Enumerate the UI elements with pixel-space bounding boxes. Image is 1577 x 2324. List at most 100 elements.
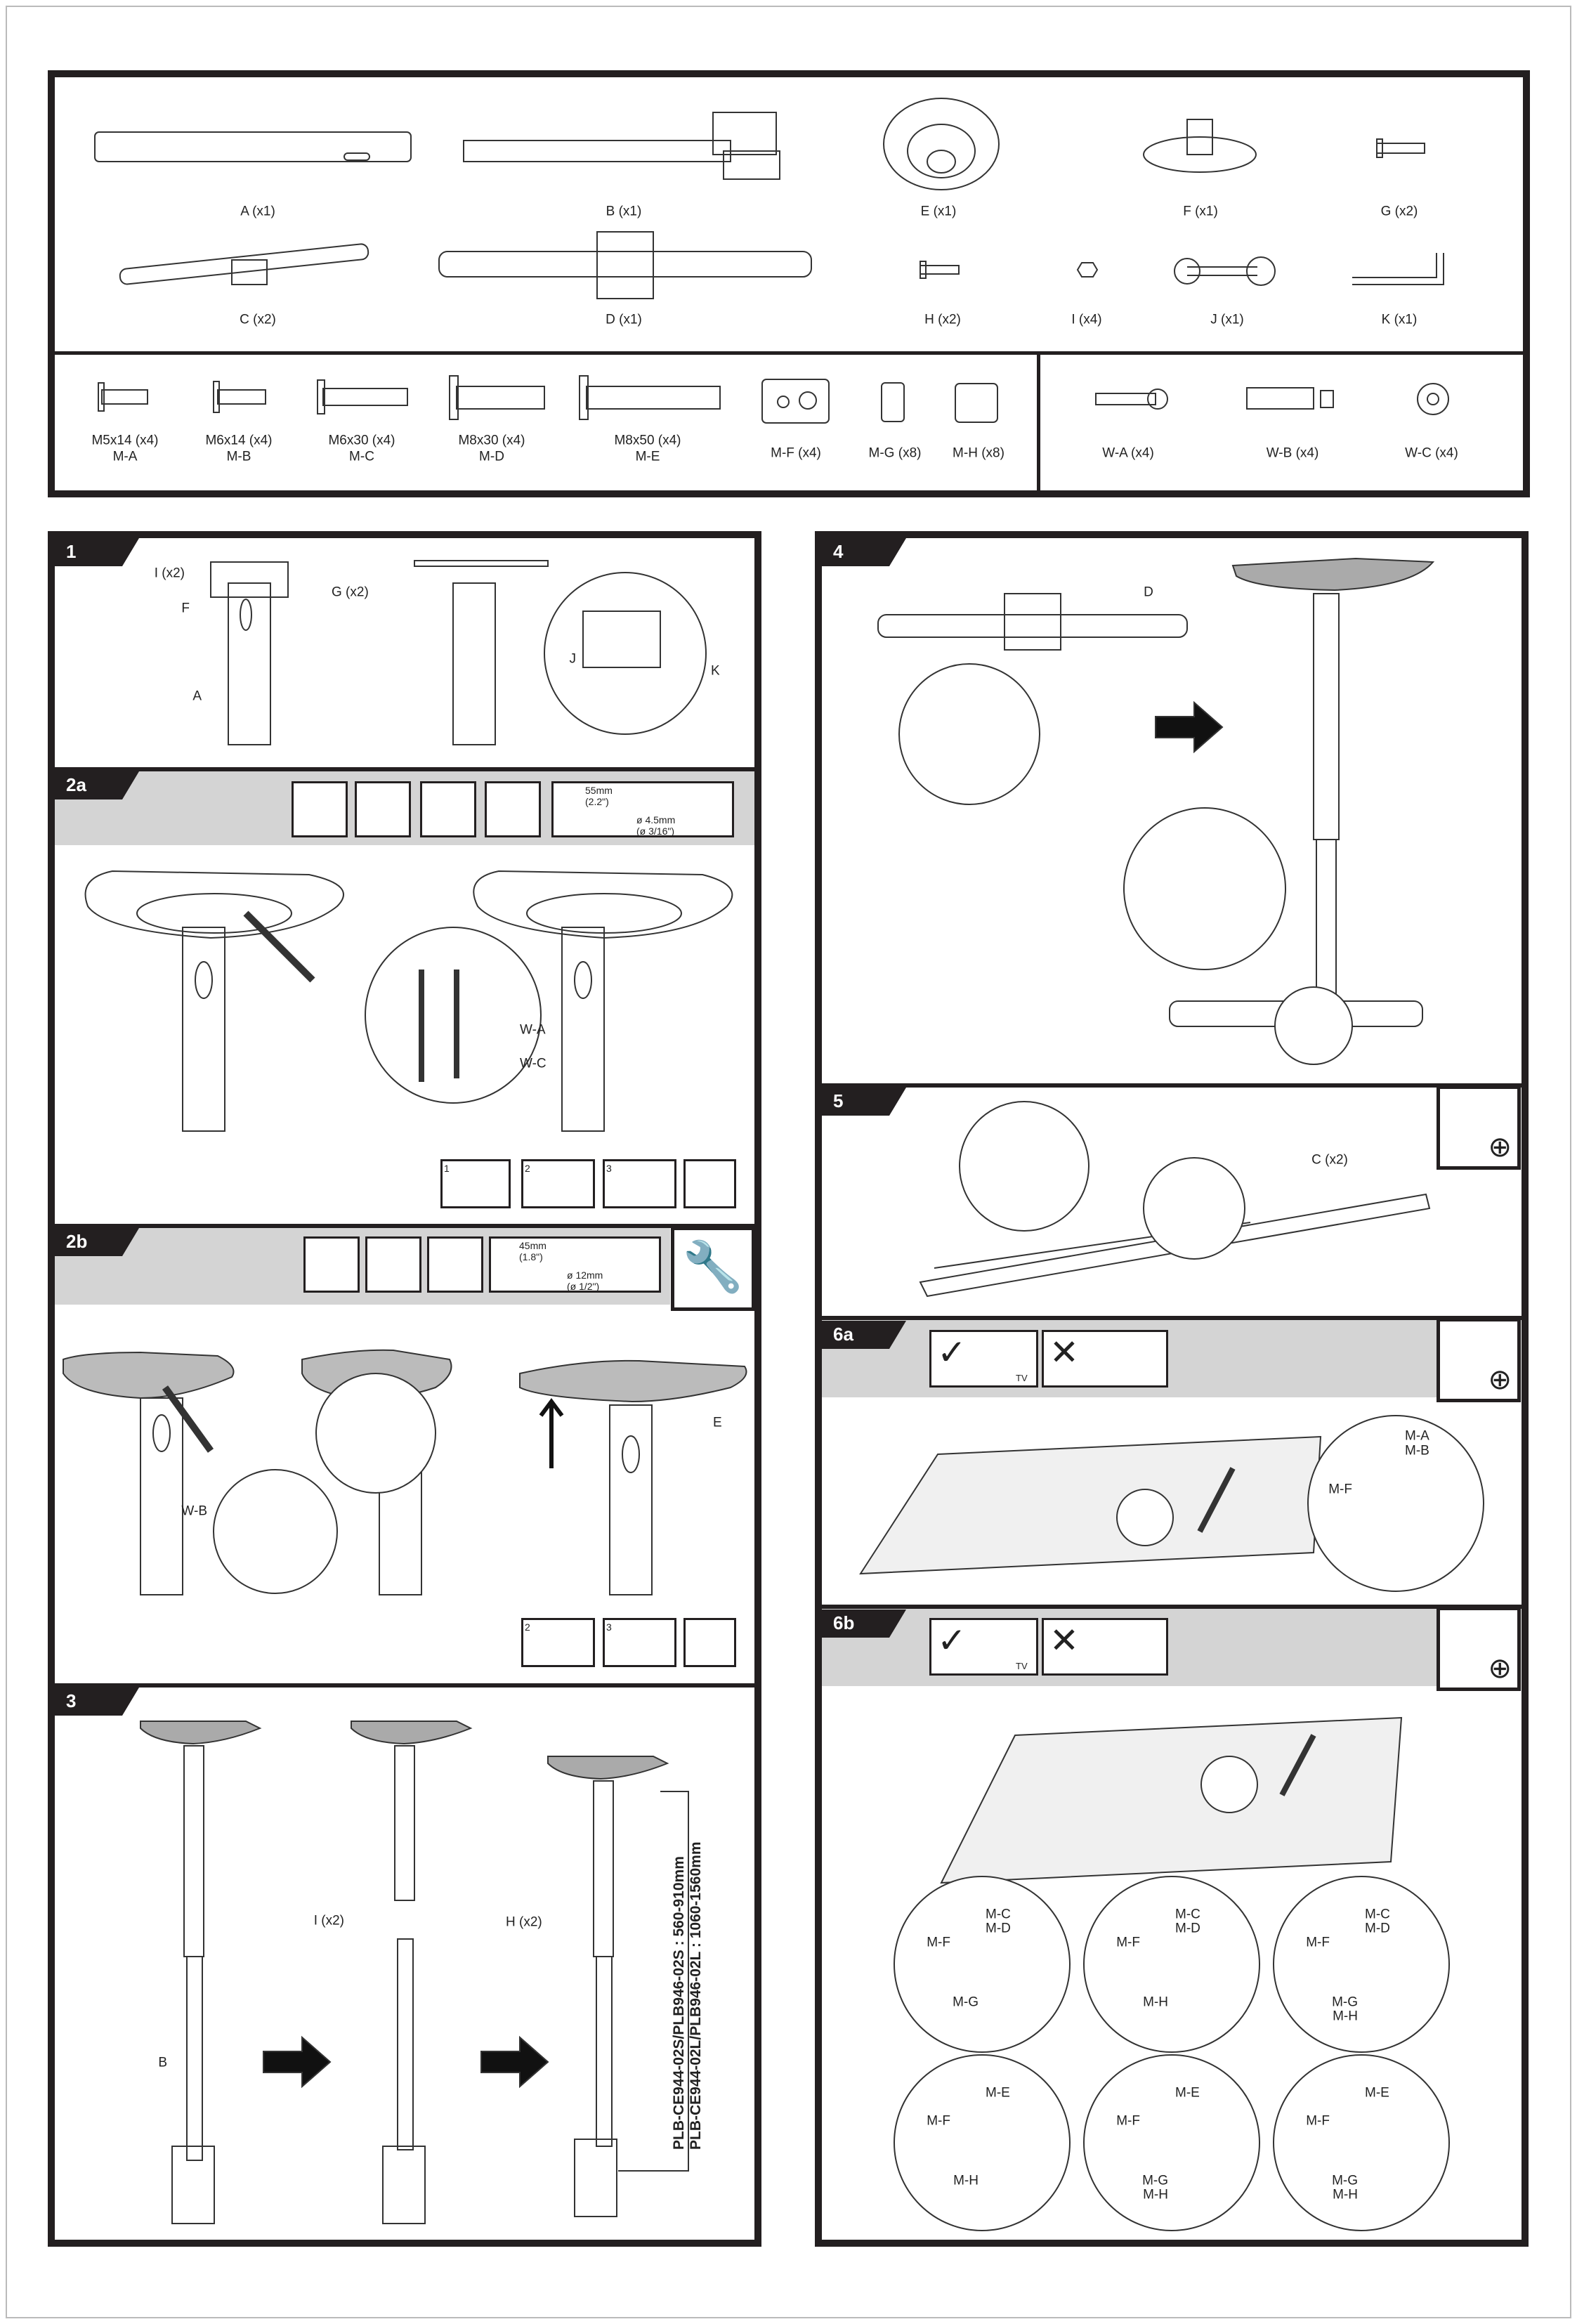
part-label-d: D (x1) (606, 312, 642, 327)
pencil-icon (420, 781, 476, 837)
stud-finder-icon (292, 781, 348, 837)
hw-size-mb: M6x14 (x4) (205, 433, 273, 448)
circle-label: M-G (1332, 1995, 1358, 2010)
hw-code-md: M-D (479, 449, 504, 464)
circle-label: M-E (1365, 2085, 1389, 2101)
part-label-i: I (x4) (1071, 312, 1102, 327)
step1-label-g: G (x2) (332, 585, 369, 600)
circle-label: M-H (1143, 1995, 1168, 2010)
drill-diameter-in: (ø 1/2") (567, 1281, 600, 1292)
step2b-label-wb: W-B (181, 1503, 207, 1519)
hw-code-mc: M-C (349, 449, 374, 464)
hw-size-me: M8x50 (x4) (614, 433, 681, 448)
incorrect-usage-box: ✕ (1042, 1330, 1168, 1388)
circle-label: M-H (953, 2173, 979, 2188)
hw-code-wb: W-B (x4) (1266, 445, 1319, 461)
substep-1: 1 (440, 1159, 511, 1208)
step2a-label-wc: W-C (520, 1056, 547, 1071)
step6a-label-mb: M-B (1405, 1443, 1429, 1458)
substep-3: 3 (603, 1159, 676, 1208)
circle-label: M-G (1332, 2173, 1358, 2188)
hw-code-ma: M-A (112, 449, 138, 464)
hw-size-mc: M6x30 (x4) (328, 433, 395, 448)
circle-label: M-C (986, 1907, 1011, 1922)
model-long: PLB-CE944-02L/PLB946-02L : 1060-1560mm (688, 1841, 704, 2150)
circle-label: M-E (1175, 2085, 1200, 2101)
part-label-e: E (x1) (920, 204, 957, 219)
step3-label-i: I (x2) (313, 1913, 344, 1928)
part-label-a: A (x1) (240, 204, 275, 219)
part-label-h: H (x2) (924, 312, 961, 327)
step2a-label-wa: W-A (520, 1022, 546, 1038)
step1-label-a: A (192, 688, 202, 704)
pencil-icon (365, 1236, 421, 1293)
parts-vdivider (1037, 355, 1040, 492)
drill-diameter-in: (ø 3/16") (636, 825, 674, 837)
page-border (6, 6, 1571, 2318)
incorrect-usage-box: ✕ (1042, 1618, 1168, 1676)
circle-label: M-H (1333, 2009, 1358, 2024)
step-5-number: 5 (822, 1088, 906, 1116)
circle-label: M-F (1306, 1935, 1330, 1950)
circle-label: M-F (927, 2113, 950, 2129)
circle-label: M-E (986, 2085, 1010, 2101)
circle-label: M-C (1175, 1907, 1200, 1922)
circle-label: M-F (1116, 2113, 1140, 2129)
divider (822, 1316, 1522, 1320)
substep-number: 2 (525, 1621, 530, 1633)
drill-depth-diagram: 45mm (1.8") ø 12mm (ø 1/2") (489, 1236, 661, 1293)
circle-label: M-C (1365, 1907, 1390, 1922)
correct-usage-box: ✓TV (929, 1330, 1038, 1388)
level-icon (355, 781, 411, 837)
step3-label-h: H (x2) (506, 1914, 542, 1930)
tv-label: TV (1016, 1661, 1028, 1671)
step-6b-number: 6b (822, 1610, 906, 1638)
substep-number: 2 (525, 1163, 530, 1174)
model-short: PLB-CE944-02S/PLB946-02S : 560-910mm (671, 1856, 687, 2150)
step5-label-c: C (x2) (1311, 1152, 1348, 1168)
parts-divider (51, 351, 1526, 355)
wrench-tool-icon: 🔧 (671, 1227, 755, 1311)
part-label-b: B (x1) (606, 204, 642, 219)
circle-label: M-F (1116, 1935, 1140, 1950)
circle-label: M-D (1175, 1921, 1200, 1936)
hw-code-wa: W-A (x4) (1102, 445, 1154, 461)
part-label-c: C (x2) (240, 312, 276, 327)
substep-3: 3 (603, 1618, 676, 1667)
step1-label-i: I (x2) (154, 566, 185, 581)
divider (822, 1083, 1522, 1088)
circle-label: M-F (1306, 2113, 1330, 2129)
divider (55, 1224, 754, 1228)
drill-depth: 55mm (585, 785, 613, 796)
step1-label-k: K (711, 663, 720, 679)
circle-label: M-D (1365, 1921, 1390, 1936)
circle-label: M-H (1143, 2187, 1168, 2202)
divider (822, 1605, 1522, 1609)
step4-label-d: D (1144, 585, 1153, 600)
hw-code-me: M-E (635, 449, 660, 464)
substep-drill (683, 1618, 736, 1667)
screwdriver-tool-icon: ⊕ (1437, 1085, 1521, 1170)
drill-depth-in: (2.2") (585, 796, 609, 807)
step6a-label-mf: M-F (1328, 1482, 1352, 1497)
drill-diameter: ø 12mm (567, 1269, 603, 1281)
tv-label: TV (1016, 1373, 1028, 1383)
substep-number: 1 (444, 1163, 450, 1174)
step-1-number: 1 (55, 538, 139, 566)
drill-icon (485, 781, 541, 837)
step1-label-j: J (569, 651, 577, 667)
correct-usage-box: ✓TV (929, 1618, 1038, 1676)
wall-icon (303, 1236, 360, 1293)
hw-code-mh: M-H (x8) (953, 445, 1005, 461)
step-3-number: 3 (55, 1687, 139, 1716)
circle-label: M-H (1333, 2187, 1358, 2202)
divider (55, 1683, 754, 1687)
part-label-g: G (x2) (1380, 204, 1418, 219)
drill-icon (427, 1236, 483, 1293)
step3-label-b: B (158, 2055, 167, 2070)
substep-drill (683, 1159, 736, 1208)
screwdriver-tool-icon: ⊕ (1437, 1318, 1521, 1402)
hw-code-wc: W-C (x4) (1405, 445, 1458, 461)
step-4-number: 4 (822, 538, 906, 566)
circle-label: M-G (953, 1995, 979, 2010)
